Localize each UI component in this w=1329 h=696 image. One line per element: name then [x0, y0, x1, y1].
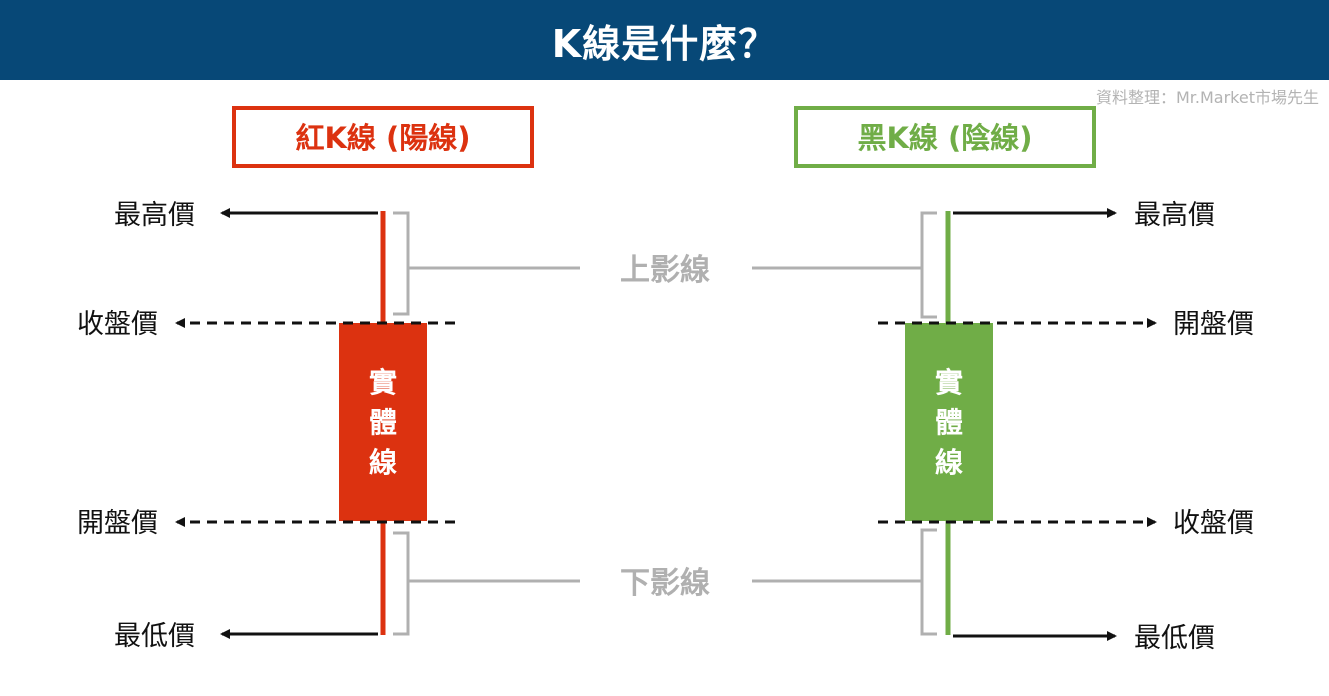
green-body-char-1: 實 [935, 366, 963, 399]
green-low-label: 最低價 [1134, 623, 1215, 654]
green-lower-bracket [920, 528, 937, 636]
page-title: K線是什麼？ [551, 21, 778, 66]
red-body-char-1: 實 [369, 366, 397, 399]
green-upper-bracket [920, 211, 937, 319]
source-credit: 資料整理：Mr.Market市場先生 [1095, 88, 1319, 107]
green-body-char-2: 體 [935, 406, 963, 439]
lower-shadow-label: 下影線 [620, 566, 710, 601]
red-low-label: 最低價 [114, 621, 195, 652]
green-high-label: 最高價 [1134, 200, 1215, 231]
green-candle-title-box [794, 106, 1096, 168]
red-body-char-3: 線 [369, 446, 397, 479]
red-candle-body [339, 323, 427, 521]
upper-shadow-label: 上影線 [620, 253, 710, 288]
green-body-char-3: 線 [935, 446, 963, 479]
title-bar: K線是什麼？ [0, 0, 1329, 80]
green-open-label: 開盤價 [1173, 309, 1254, 340]
green-candle-title: 黑K線 (陰線) [857, 121, 1032, 155]
green-candle-body [905, 323, 993, 521]
red-lower-bracket [393, 531, 410, 636]
red-upper-bracket [393, 211, 410, 316]
red-close-label: 收盤價 [77, 309, 158, 340]
red-body-char-2: 體 [369, 406, 397, 439]
red-candle-title: 紅K線 (陽線) [295, 121, 470, 155]
red-open-label: 開盤價 [77, 508, 158, 539]
red-high-label: 最高價 [114, 200, 195, 231]
green-close-label: 收盤價 [1173, 508, 1254, 539]
red-candle-title-box [232, 106, 534, 168]
